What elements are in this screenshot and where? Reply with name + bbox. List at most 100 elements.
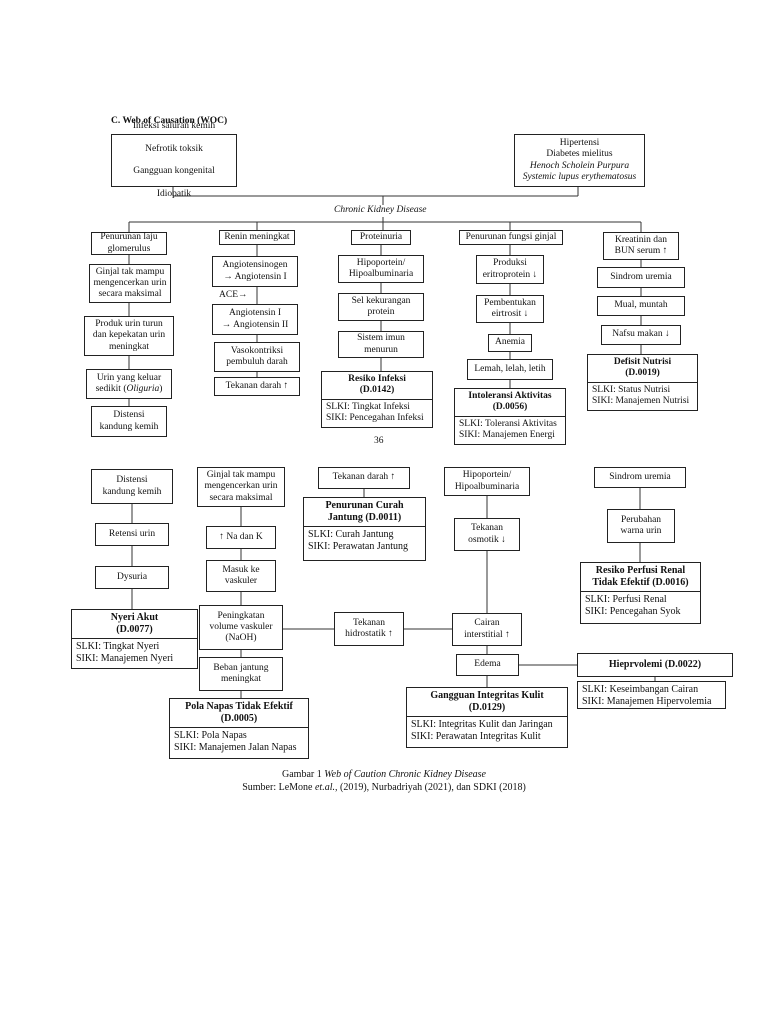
- lower-c3-node-1: Tekanan darah ↑: [318, 467, 410, 489]
- node-label: Angiotensin I → Angiotensin II: [221, 308, 289, 330]
- lower-c4-node-1: Hipoportein/ Hipoalbuminaria: [444, 467, 530, 496]
- lower-c2-node-1: Ginjal tak mampu mengencerkan urin secar…: [197, 467, 285, 507]
- node-label: Tekanan osmotik ↓: [468, 523, 506, 545]
- node-label: Sistem imun menurun: [357, 333, 405, 355]
- cause-item: Diabetes mielitus: [546, 149, 613, 160]
- diagnosis-gangguan-integritas-kulit: Gangguan Integritas Kulit (D.0129) SLKI:…: [406, 687, 568, 748]
- node-label: Proteinuria: [359, 231, 403, 242]
- col2-node-2: Angiotensinogen → Angiotensin I: [212, 256, 298, 287]
- node-label: Sel kekurangan protein: [351, 295, 411, 317]
- caption-source-suffix: (2019), Nurbadriyah (2021), dan SDKI (20…: [337, 781, 526, 793]
- node-label: Distensi kandung kemih: [99, 410, 159, 432]
- lower-c1-node-2: Retensi urin: [95, 523, 169, 546]
- lower-c2-node-5: Beban jantung meningkat: [199, 657, 283, 691]
- node-label: Urin yang keluar sedikit (Oliguria): [96, 373, 163, 395]
- node-label: Perubahan warna urin: [620, 514, 662, 536]
- node-label-part: ): [159, 384, 163, 394]
- cause-item: Systemic lupus erythematosus: [522, 171, 637, 182]
- node-label: Tekanan hidrostatik ↑: [345, 617, 393, 639]
- node-label: Produksi eritroprotein ↓: [482, 258, 538, 280]
- lower-c1-node-3: Dysuria: [95, 566, 169, 589]
- ace-label: ACE→: [219, 290, 248, 300]
- node-label: Dysuria: [116, 571, 148, 582]
- col2-node-3: Angiotensin I → Angiotensin II: [212, 304, 298, 335]
- col4-node-3: Pembentukan eirtrosit ↓: [476, 295, 544, 323]
- col3-node-4: Sistem imun menurun: [338, 331, 424, 358]
- col2-node-5: Tekanan darah ↑: [214, 377, 300, 396]
- col5-node-1: Kreatinin dan BUN serum ↑: [603, 232, 679, 260]
- figure-caption: Gambar 1 Web of Caution Chronic Kidney D…: [0, 769, 768, 794]
- cause-item: Gangguan kongenital: [133, 166, 215, 177]
- cause-item: Idiopatik: [156, 188, 192, 199]
- diagnosis-outcomes: SLKI: Toleransi Aktivitas SIKI: Manajeme…: [459, 418, 557, 441]
- node-label: Retensi urin: [108, 528, 156, 539]
- node-label: Tekanan darah ↑: [332, 472, 396, 483]
- diagnosis-title: Intoleransi Aktivitas (D.0056): [455, 389, 565, 417]
- node-label: Produk urin turun dan kepekatan urin men…: [92, 319, 166, 352]
- col5-node-4: Nafsu makan ↓: [601, 325, 681, 345]
- node-label: Vasokontriksi pembuluh darah: [226, 345, 288, 367]
- node-label: Edema: [474, 659, 501, 670]
- diagnosis-title: Hieprvolemi (D.0022): [608, 659, 702, 671]
- node-label: Lemah, lelah, letih: [474, 363, 546, 374]
- diagnosis-title: Defisit Nutrisi (D.0019): [588, 355, 697, 383]
- diagnosis-title: Penurunan Curah Jantung (D.0011): [304, 498, 425, 527]
- diagnosis-outcomes: SLKI: Status Nutrisi SIKI: Manajemen Nut…: [592, 384, 690, 407]
- lower-c2-node-3: Masuk ke vaskuler: [206, 560, 276, 592]
- node-label: Peningkatan volume vaskuler (NaOH): [209, 610, 273, 644]
- diagnosis-outcomes: SLKI: Keseimbangan Cairan SIKI: Manajeme…: [582, 684, 712, 707]
- causes-left-text: Infeksi saluran kemih Nefrotik toksik Ga…: [133, 110, 215, 211]
- section-heading: C. Web of Causation (WOC): [111, 116, 228, 126]
- node-label: Penurunan laju glomerulus: [100, 232, 158, 254]
- node-label: Hipoportein/ Hipoalbuminaria: [348, 257, 414, 279]
- node-label: Cairan interstitial ↑: [464, 618, 510, 640]
- causes-right-text: Hipertensi Diabetes mielitus Henoch Scho…: [523, 138, 636, 183]
- cause-item: Hipertensi: [559, 138, 600, 149]
- node-label: Kreatinin dan BUN serum ↑: [614, 234, 668, 256]
- diagnosis-outcomes: SLKI: Integritas Kulit dan Jaringan SIKI…: [411, 719, 553, 742]
- col3-node-2: Hipoportein/ Hipoalbuminaria: [338, 255, 424, 283]
- diagnosis-title: Nyeri Akut (D.0077): [72, 610, 197, 639]
- diagnosis-title: Gangguan Integritas Kulit (D.0129): [407, 688, 567, 717]
- node-label: Beban jantung meningkat: [213, 662, 269, 684]
- diagnosis-resiko-infeksi: Resiko Infeksi (D.0142) SLKI: Tingkat In…: [321, 371, 433, 428]
- node-label: Pembentukan eirtrosit ↓: [484, 297, 536, 319]
- cause-item: Infeksi saluran kemih: [132, 121, 216, 132]
- causes-left-box: Infeksi saluran kemih Nefrotik toksik Ga…: [111, 121, 237, 199]
- col3-node-3: Sel kekurangan protein: [338, 293, 424, 321]
- col5-node-2: Sindrom uremia: [597, 267, 685, 288]
- node-label: Mual, muntah: [614, 300, 668, 311]
- node-label-part: Urin yang keluar sedikit (: [95, 372, 162, 394]
- node-label: Sindrom uremia: [609, 471, 671, 482]
- cause-item: Henoch Scholein Purpura: [529, 160, 630, 171]
- col4-node-5: Lemah, lelah, letih: [467, 359, 553, 380]
- diagnosis-outcomes: SLKI: Perfusi Renal SIKI: Pencegahan Syo…: [585, 594, 681, 617]
- diagnosis-outcomes: SLKI: Curah Jantung SIKI: Perawatan Jant…: [308, 529, 408, 552]
- node-label: Anemia: [494, 337, 526, 348]
- diagnosis-resiko-perfusi-renal: Resiko Perfusi Renal Tidak Efektif (D.00…: [580, 562, 701, 624]
- lower-c5-node-2: Perubahan warna urin: [607, 509, 675, 543]
- diagnosis-title: Resiko Infeksi (D.0142): [322, 372, 432, 400]
- lower-c4-node-2: Tekanan osmotik ↓: [454, 518, 520, 551]
- col4-node-1: Penurunan fungsi ginjal: [459, 230, 563, 245]
- diagnosis-hipervolemi-outcomes: SLKI: Keseimbangan Cairan SIKI: Manajeme…: [577, 681, 726, 709]
- caption-source-prefix: Sumber: LeMone: [242, 781, 315, 793]
- col2-node-4: Vasokontriksi pembuluh darah: [214, 342, 300, 372]
- lower-c2-node-2: ↑ Na dan K: [206, 526, 276, 549]
- node-label: Masuk ke vaskuler: [222, 564, 260, 586]
- node-label: Nafsu makan ↓: [612, 329, 670, 340]
- lower-c4-node-4: Edema: [456, 654, 519, 676]
- node-label: Ginjal tak mampu mengencerkan urin secar…: [93, 266, 167, 300]
- col1-node-5: Distensi kandung kemih: [91, 406, 167, 437]
- lower-c3-hidrostatik: Tekanan hidrostatik ↑: [334, 612, 404, 646]
- lower-c4-node-3: Cairan interstitial ↑: [452, 613, 522, 646]
- col4-node-2: Produksi eritroprotein ↓: [476, 255, 544, 284]
- col1-node-4: Urin yang keluar sedikit (Oliguria): [86, 369, 172, 399]
- lower-c2-node-4: Peningkatan volume vaskuler (NaOH): [199, 605, 283, 650]
- node-label-italic: Oliguria: [126, 384, 160, 394]
- col1-node-3: Produk urin turun dan kepekatan urin men…: [84, 316, 174, 356]
- lower-c1-node-1: Distensi kandung kemih: [91, 469, 173, 504]
- node-label: Distensi kandung kemih: [102, 475, 162, 497]
- caption-title: Gambar 1 Web of Caution Chronic Kidney D…: [0, 769, 768, 782]
